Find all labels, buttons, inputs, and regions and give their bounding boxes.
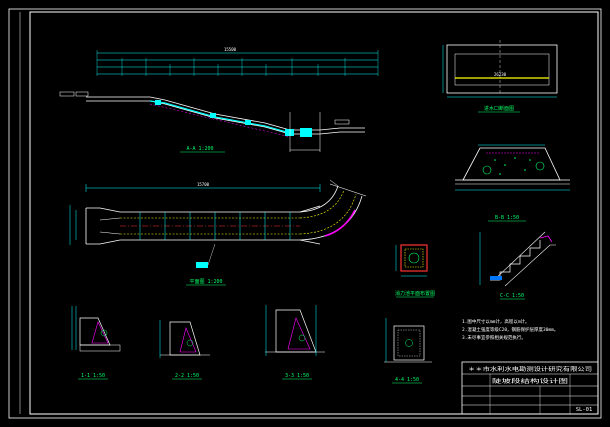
section-2: 2-2 1:50 (159, 320, 210, 380)
square-detail-view: 消力池平面布置图 (395, 244, 435, 298)
stair-section-caption: C-C 1:50 (500, 293, 524, 299)
title-block-drawing-title: 陡坡段结构设计图 (492, 377, 569, 385)
section-bb-caption: B-B 1:50 (495, 215, 519, 221)
general-notes: 1.图中尺寸以mm计，高程以m计。 2.混凝土强度等级C20，钢筋保护层厚度30… (462, 318, 558, 341)
note-3: 3.未尽事宜参照相关规范执行。 (462, 334, 526, 341)
stair-section-view: C-C 1:50 (479, 231, 556, 300)
section-2-caption: 2-2 1:50 (175, 373, 199, 379)
section-4-caption: 4-4 1:50 (395, 377, 419, 383)
section-4: 4-4 1:50 (384, 318, 432, 384)
profile-total-dim: 15500 (224, 47, 237, 52)
plan-total-dim: 15700 (197, 182, 210, 187)
square-detail-caption: 消力池平面布置图 (395, 290, 435, 297)
title-block: ＊＊市水利水电勘测设计研究有限公司 陡坡段结构设计图 SL-01 (461, 361, 599, 415)
section-bb-view: B-B 1:50 (455, 144, 570, 222)
title-block-company: ＊＊市水利水电勘测设计研究有限公司 (468, 365, 592, 373)
section-1: 1-1 1:50 (71, 306, 121, 380)
drawing-frame (29, 11, 599, 415)
section-3: 3-3 1:50 (265, 305, 325, 380)
inlet-caption: 进水口断面图 (484, 105, 514, 112)
inlet-dim: 26230 (494, 72, 507, 77)
section-3-caption: 3-3 1:50 (285, 373, 309, 379)
note-1: 1.图中尺寸以mm计，高程以m计。 (462, 318, 530, 325)
profile-view: 15500 A-A 1:200 (59, 47, 379, 153)
inlet-section-view: 26230 进水口断面图 (442, 40, 558, 113)
plan-caption: 平面图 1:200 (189, 279, 222, 285)
profile-caption: A-A 1:200 (186, 146, 213, 152)
note-2: 2.混凝土强度等级C20，钢筋保护层厚度30mm。 (462, 326, 558, 333)
plan-view: 15700 平面图 1:200 (69, 179, 367, 286)
outer-frame (8, 8, 602, 419)
section-1-caption: 1-1 1:50 (81, 373, 105, 379)
title-block-drawing-no: SL-01 (576, 407, 593, 413)
